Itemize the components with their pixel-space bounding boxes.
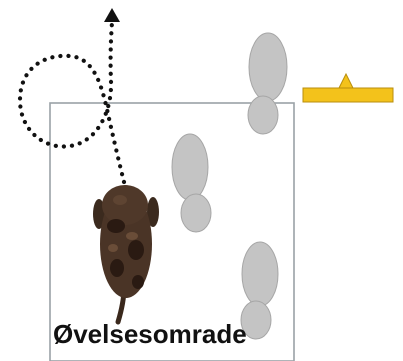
training-area-label: Øvelsesomrade <box>53 319 247 349</box>
dog-topview-icon <box>93 185 159 325</box>
arrow-up-icon <box>104 8 120 22</box>
footprint-icon <box>247 32 288 135</box>
footprint-icon <box>240 241 279 340</box>
dog-trail-path <box>17 19 127 185</box>
marker-flag-icon <box>302 72 394 103</box>
training-area-box <box>49 102 295 361</box>
footprint-icon <box>171 133 212 233</box>
